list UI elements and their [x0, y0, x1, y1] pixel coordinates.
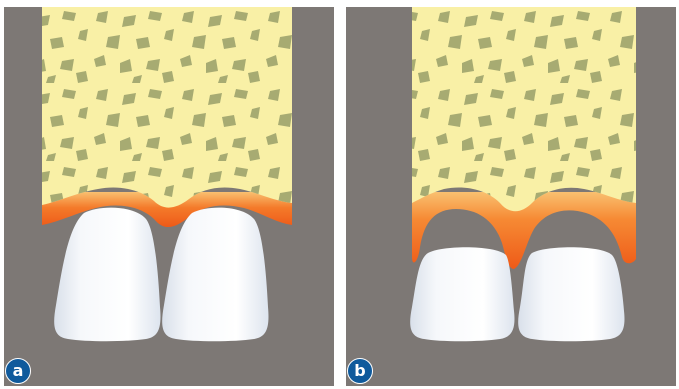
diagram-b — [346, 7, 676, 386]
panel-label-a: a — [5, 358, 31, 384]
diagram-a — [4, 7, 334, 386]
bone-flecks — [42, 7, 292, 208]
bone-flecks — [412, 7, 636, 211]
panel-label-b: b — [347, 358, 373, 384]
panel-b: b — [346, 7, 676, 386]
panel-a: a — [4, 7, 334, 386]
tooth-right — [518, 247, 624, 341]
tooth-left — [410, 247, 514, 341]
